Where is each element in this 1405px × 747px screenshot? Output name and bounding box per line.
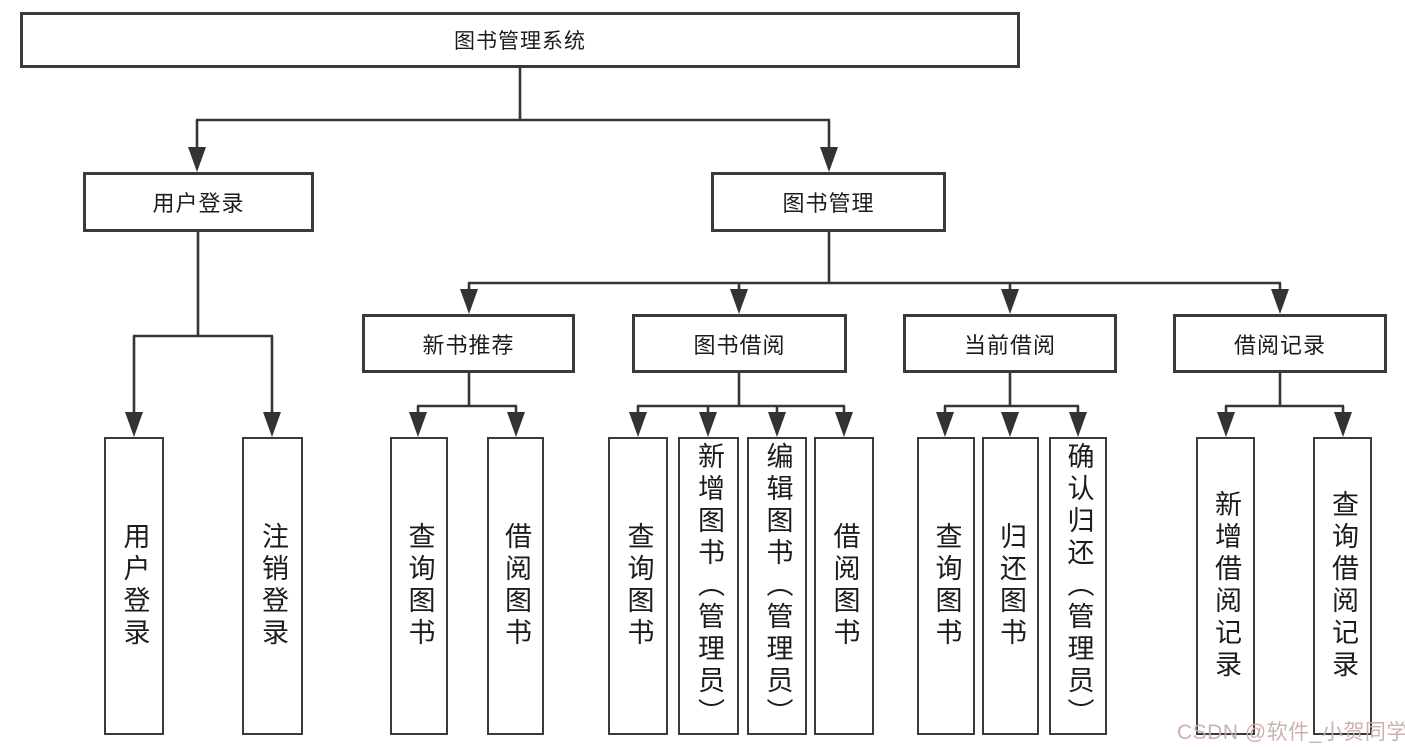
leaf-query-books-recommend: 查询图书 <box>390 437 448 735</box>
leaf-query-books-current-label: 查询图书 <box>931 522 962 650</box>
leaf-logout-label: 注销登录 <box>258 522 288 650</box>
leaf-borrow-books: 借阅图书 <box>814 437 874 735</box>
leaf-edit-books-admin: 编辑图书（管理员） <box>747 437 807 735</box>
node-current-borrowing: 当前借阅 <box>903 314 1117 373</box>
node-user-login: 用户登录 <box>83 172 314 232</box>
leaf-add-books-admin-label: 新增图书（管理员） <box>694 442 724 730</box>
leaf-confirm-return-admin: 确认归还（管理员） <box>1049 437 1107 735</box>
leaf-confirm-return-admin-label: 确认归还（管理员） <box>1063 442 1094 730</box>
leaf-user-login-label: 用户登录 <box>119 522 150 650</box>
leaf-borrow-books-label: 借阅图书 <box>829 522 860 650</box>
leaf-query-books-recommend-label: 查询图书 <box>404 522 435 650</box>
leaf-query-books-borrowing-label: 查询图书 <box>623 522 654 650</box>
leaf-edit-books-admin-label: 编辑图书（管理员） <box>762 442 793 730</box>
csdn-watermark: CSDN @软件_小贺同学 <box>1177 721 1405 744</box>
leaf-add-books-admin: 新增图书（管理员） <box>678 437 739 735</box>
leaf-borrow-books-recommend-label: 借阅图书 <box>501 522 531 650</box>
leaf-return-books: 归还图书 <box>982 437 1039 735</box>
leaf-add-borrow-record: 新增借阅记录 <box>1196 437 1255 735</box>
node-book-borrowing: 图书借阅 <box>632 314 847 373</box>
connector-book-mgmt-to-level3 <box>460 232 1289 314</box>
leaf-query-books-current: 查询图书 <box>917 437 975 735</box>
leaf-add-borrow-record-label: 新增借阅记录 <box>1211 490 1241 682</box>
leaf-return-books-label: 归还图书 <box>996 522 1026 650</box>
leaf-query-borrow-record-label: 查询借阅记录 <box>1328 490 1358 682</box>
connector-root-to-level2 <box>188 68 838 172</box>
node-library-management-system: 图书管理系统 <box>20 12 1020 68</box>
leaf-query-borrow-record: 查询借阅记录 <box>1313 437 1372 735</box>
leaf-query-books-borrowing: 查询图书 <box>608 437 668 735</box>
connector-current-borrow-branch <box>936 373 1087 437</box>
connector-book-borrow-branch <box>629 373 853 437</box>
connector-user-login-branch <box>125 232 281 437</box>
node-new-book-recommendation: 新书推荐 <box>362 314 575 373</box>
node-borrowing-records: 借阅记录 <box>1173 314 1387 373</box>
node-book-management: 图书管理 <box>711 172 946 232</box>
leaf-user-login: 用户登录 <box>104 437 164 735</box>
connector-borrow-records-branch <box>1217 373 1352 437</box>
leaf-logout: 注销登录 <box>242 437 303 735</box>
connector-new-book-branch <box>409 373 525 437</box>
leaf-borrow-books-recommend: 借阅图书 <box>487 437 544 735</box>
